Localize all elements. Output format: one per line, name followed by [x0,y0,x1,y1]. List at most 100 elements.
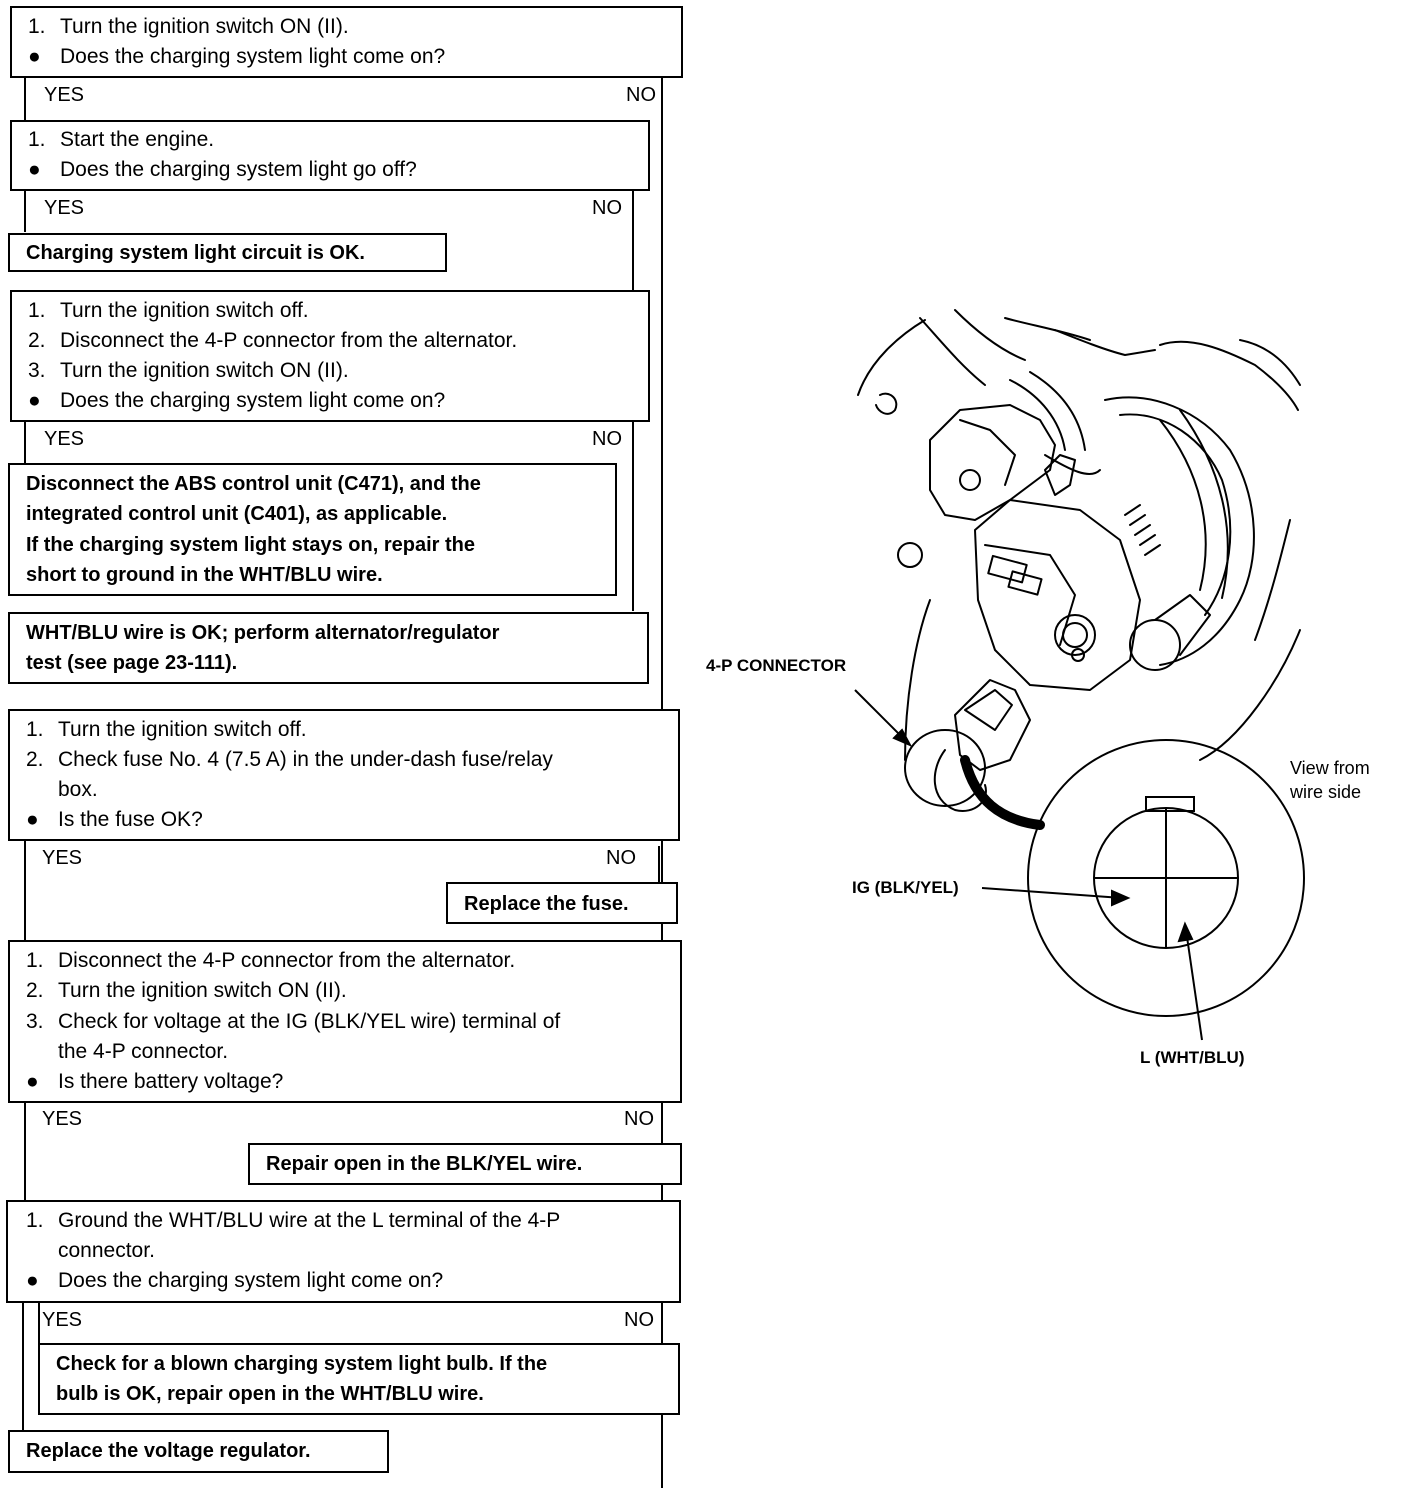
flow-line-left-1 [24,78,26,120]
step5-line5: ●Is there battery voltage? [26,1067,283,1097]
bullet-icon: ● [28,45,41,68]
step-text: connector. [58,1239,155,1262]
engine-contour [1199,629,1301,761]
terminal-boot [1154,594,1211,656]
regulator-housing [974,499,1141,691]
yes-label: YES [42,1108,83,1130]
step-text: Does the charging system light come on? [60,389,446,412]
regulator-housing [984,544,1076,646]
result-regulator-box [8,1430,389,1473]
cable [1179,409,1229,599]
engine-contour [857,319,926,396]
engine-contour [1254,519,1291,641]
connector-label: 4-P CONNECTOR [706,656,847,675]
l-arrow [1185,929,1203,1041]
step-number: 1. [28,128,46,151]
step2-line2: ●Does the charging system light go off? [28,155,417,185]
step4-line2: 2.Check fuse No. 4 (7.5 A) in the under-… [26,745,553,775]
step-text: Turn the ignition switch ON (II). [60,359,349,382]
bullet-icon: ● [26,1070,39,1093]
step-text: Ground the WHT/BLU wire at the L termina… [58,1209,561,1232]
result-wire-ok-line1: WHT/BLU wire is OK; perform alternator/r… [26,622,500,644]
flow-line-left-2 [24,190,26,232]
engine-contour [875,392,898,415]
step2-line1: 1. Start the engine. [28,125,214,155]
step1-box [10,6,683,78]
step3-line3: 3. Turn the ignition switch ON (II). [28,356,349,386]
result-ok-text: Charging system light circuit is OK. [26,242,365,264]
step-text: box. [58,778,98,801]
step-number: 1. [28,15,46,38]
l-terminal-label: L (WHT/BLU) [1140,1048,1245,1067]
cable [1044,454,1101,475]
flow-line-no-4 [658,846,660,882]
mount-hole [959,469,981,491]
step5-line3: 3.Check for voltage at the IG (BLK/YEL w… [26,1007,560,1037]
connector-face-outer [1027,739,1305,1017]
step6-line2: connector. [26,1236,155,1266]
alternator-body [1104,396,1255,666]
arrowhead [1111,889,1131,907]
engine-contour [954,309,1026,361]
result-wire-ok-line2: test (see page 23-111). [26,652,238,674]
step-text: Turn the ignition switch off. [58,718,307,741]
wire-harness [960,755,1045,830]
no-label: NO [624,1309,654,1331]
result-abs-line3: If the charging system light stays on, r… [26,534,475,556]
arrowhead [892,728,913,748]
step-number: 3. [28,359,46,382]
arrowhead [1177,921,1194,943]
result-fuse-box [446,882,678,924]
bullet-icon: ● [26,808,39,831]
bullet-icon: ● [28,158,41,181]
no-label: NO [592,197,622,219]
step6-line1: 1. Ground the WHT/BLU wire at the L termi… [26,1206,560,1236]
yes-label: YES [42,1309,83,1331]
no-label: NO [626,84,656,106]
result-abs-line1: Disconnect the ABS control unit (C471), … [26,473,481,495]
flow-line-left-3 [24,421,26,463]
cable [1159,419,1207,591]
step1-line2: ●Does the charging system light come on? [28,42,445,72]
result-wire-ok-box [8,612,649,684]
step-number: 1. [26,1209,44,1232]
bullet-icon: ● [28,389,41,412]
terminal-stud [1062,622,1088,648]
step4-box [8,709,680,841]
step4-line4: ●Is the fuse OK? [26,805,203,835]
step5-line4: the 4-P connector. [26,1037,228,1067]
ig-terminal-label: IG (BLK/YEL) [852,878,959,897]
step-text: Start the engine. [60,128,215,151]
step4-line1: 1. Turn the ignition switch off. [26,715,307,745]
terminal-boot [1129,619,1181,671]
alternator-bracket [929,404,1056,521]
no-label: NO [624,1108,654,1130]
result-regulator-text: Replace the voltage regulator. [26,1440,311,1462]
step-text: Disconnect the 4-P connector from the al… [58,949,516,972]
cooling-fins [1124,504,1161,556]
step-number: 1. [26,718,44,741]
ig-arrow [981,887,1123,899]
view-label-line2: wire side [1290,782,1362,802]
engine-contour [1159,340,1299,411]
cable [1029,371,1086,451]
step5-line2: 2. Turn the ignition switch ON (II). [26,976,347,1006]
step6-box [6,1200,681,1303]
step1-line1: 1.Turn the ignition switch ON (II). [28,12,349,42]
engine-contour [1239,339,1301,386]
step3-line1: 1.Turn the ignition switch off. [28,296,309,326]
step-number: 1. [28,299,46,322]
step-text: Turn the ignition switch ON (II). [58,979,347,1002]
step-text: Check for voltage at the IG (BLK/YEL wir… [58,1010,561,1033]
step-text: Disconnect the 4-P connector from the al… [60,329,518,352]
engine-contour [1054,329,1156,356]
step-text: Check fuse No. 4 (7.5 A) in the under-da… [58,748,553,771]
step6-line3: ●Does the charging system light come on? [26,1266,443,1296]
step3-line2: 2.Disconnect the 4-P connector from the … [28,326,517,356]
step-number: 2. [26,979,44,1002]
engine-contour [1004,317,1091,341]
view-label-line1: View from [1290,758,1370,778]
no-label: NO [592,428,622,450]
step5-box [8,940,682,1103]
